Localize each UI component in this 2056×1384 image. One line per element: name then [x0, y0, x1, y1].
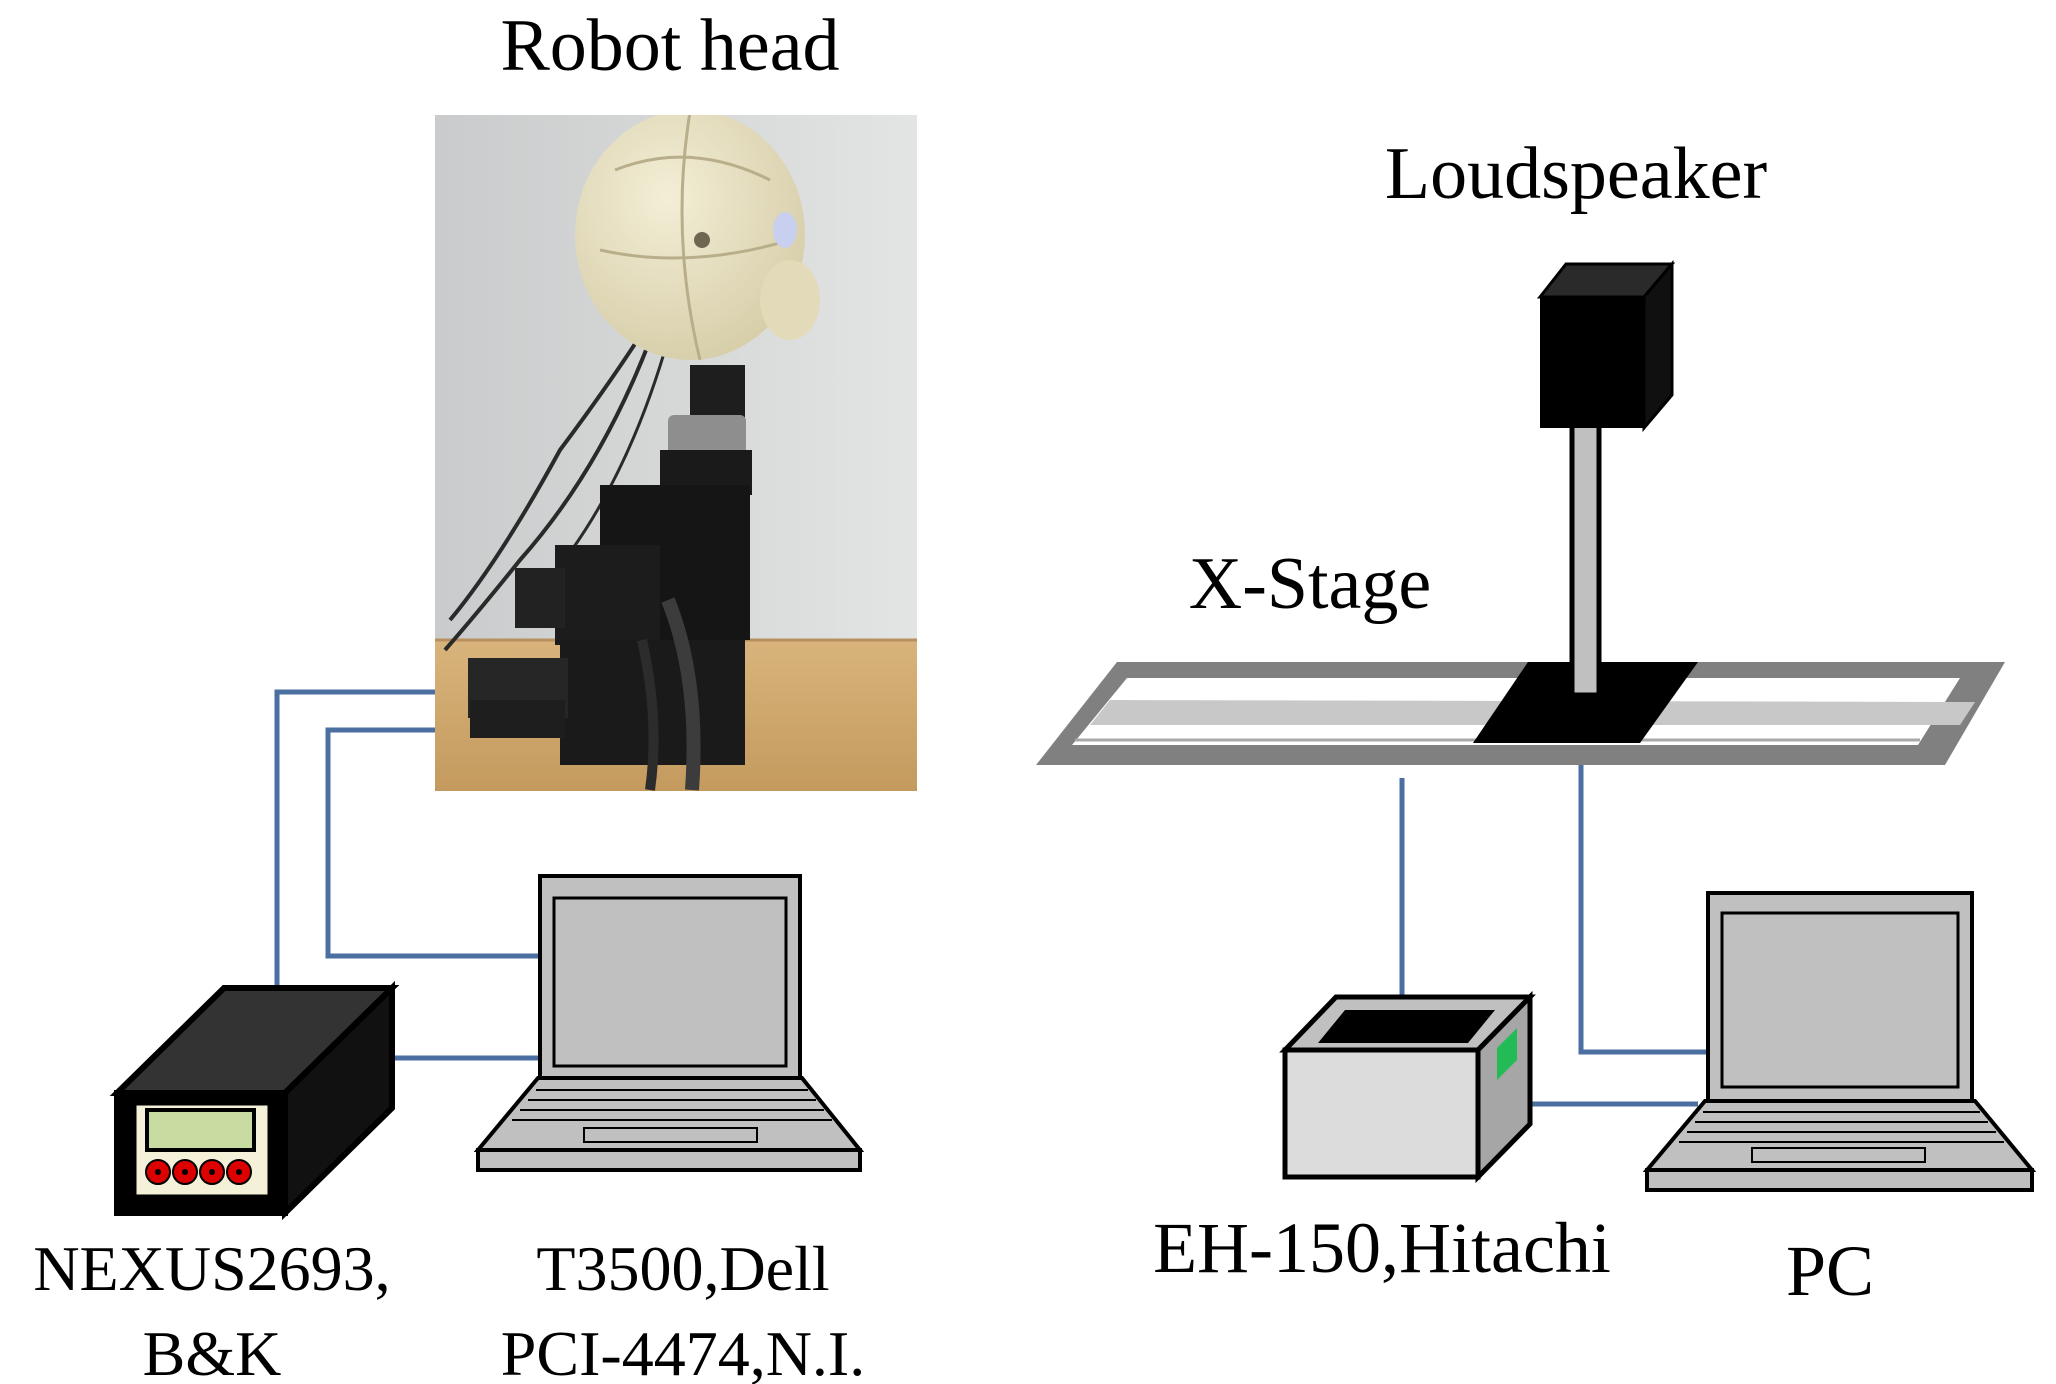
dell-label-line1: T3500,Dell [536, 1233, 829, 1304]
stage-carriage [1473, 662, 1698, 743]
connection-wires [274, 689, 1708, 1107]
nexus-label-line2: B&K [143, 1318, 282, 1384]
hitachi-indicator [1497, 1028, 1517, 1080]
pc-laptop-touchpad [1751, 1147, 1926, 1163]
speaker-pole [1569, 422, 1602, 698]
wire-robot-to-nexus [274, 689, 436, 985]
nexus-label-line1: NEXUS2693, [33, 1233, 390, 1304]
nexus-knobs [145, 1159, 252, 1185]
wire-robot-to-dell [325, 727, 540, 959]
x-stage-label: X-Stage [1189, 543, 1432, 625]
nexus-amplifier [109, 980, 400, 1221]
dell-laptop-screen [552, 896, 788, 1068]
dell-laptop-touchpad [583, 1127, 758, 1143]
robot-head-photo [435, 115, 917, 791]
speaker-box [1540, 297, 1644, 428]
pc-laptop [1642, 891, 2037, 1192]
robot-head-label: Robot head [500, 5, 839, 87]
loudspeaker-label: Loudspeaker [1385, 133, 1767, 215]
dell-laptop [473, 874, 865, 1172]
hitachi-amplifier [1279, 990, 1536, 1184]
dell-label-line2: PCI-4474,N.I. [501, 1318, 865, 1384]
pc-label: PC [1786, 1231, 1874, 1311]
pc-laptop-screen [1720, 911, 1960, 1089]
labels: Robot head Loudspeaker X-Stage NEXUS2693… [33, 5, 1874, 1384]
nexus-display [145, 1108, 256, 1152]
loudspeaker [1473, 259, 1698, 743]
wire-stage-to-pc [1578, 760, 1708, 1055]
hitachi-label: EH-150,Hitachi [1153, 1208, 1611, 1288]
